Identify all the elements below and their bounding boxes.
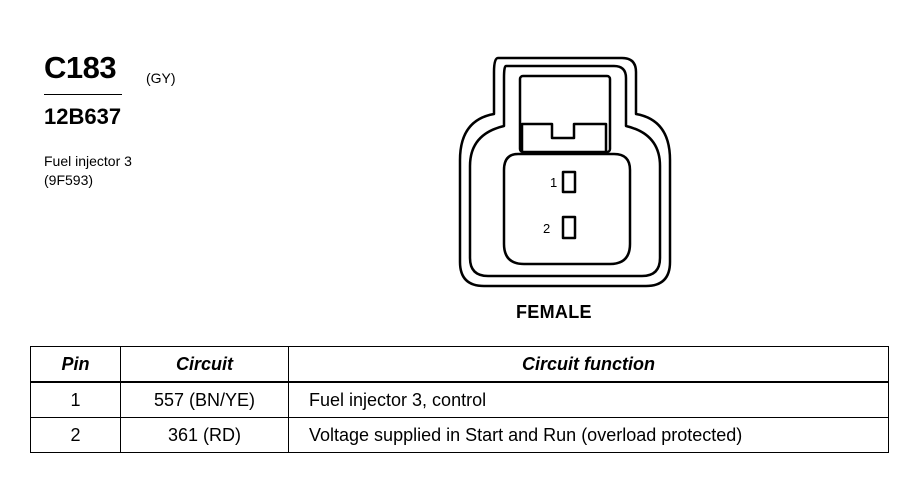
circuit-function-cell: Voltage supplied in Start and Run (overl… — [288, 417, 889, 453]
table-row: 2 361 (RD) Voltage supplied in Start and… — [30, 417, 889, 453]
connector-gender-label: FEMALE — [516, 302, 592, 322]
pin-2-terminal — [561, 215, 577, 240]
locking-tab — [520, 122, 608, 152]
pin-column-header: Pin — [30, 346, 121, 383]
description-text: Fuel injector 3 — [44, 153, 132, 169]
locking-tab-slot — [518, 74, 612, 154]
pin-cell: 1 — [30, 381, 121, 418]
pinout-table: Pin Circuit Circuit function 1 557 (BN/Y… — [30, 346, 889, 453]
pin-2-label: 2 — [543, 221, 550, 236]
table-header-row: Pin Circuit Circuit function — [30, 346, 889, 383]
service-part-number: (9F593) — [44, 172, 94, 188]
connector-description: Fuel injector 3 (9F593) — [44, 152, 132, 190]
table-row: 1 557 (BN/YE) Fuel injector 3, control — [30, 381, 889, 418]
connector-outer-housing — [458, 56, 672, 288]
circuit-cell: 557 (BN/YE) — [120, 381, 289, 418]
pin-1-label: 1 — [550, 175, 557, 190]
circuit-function-cell: Fuel injector 3, control — [288, 381, 889, 418]
terminal-cavity-outline — [502, 152, 632, 266]
pin-cell: 2 — [30, 417, 121, 453]
circuit-function-column-header: Circuit function — [288, 346, 889, 383]
circuit-cell: 361 (RD) — [120, 417, 289, 453]
connector-color-code: (GY) — [146, 70, 176, 86]
connector-face-diagram: 1 2 — [458, 56, 672, 288]
part-number: 12B637 — [44, 104, 122, 129]
title-divider — [44, 94, 122, 95]
connector-inner-housing — [468, 64, 662, 278]
pin-1-terminal — [561, 170, 577, 194]
connector-id: C183 — [44, 50, 117, 85]
circuit-column-header: Circuit — [120, 346, 289, 383]
